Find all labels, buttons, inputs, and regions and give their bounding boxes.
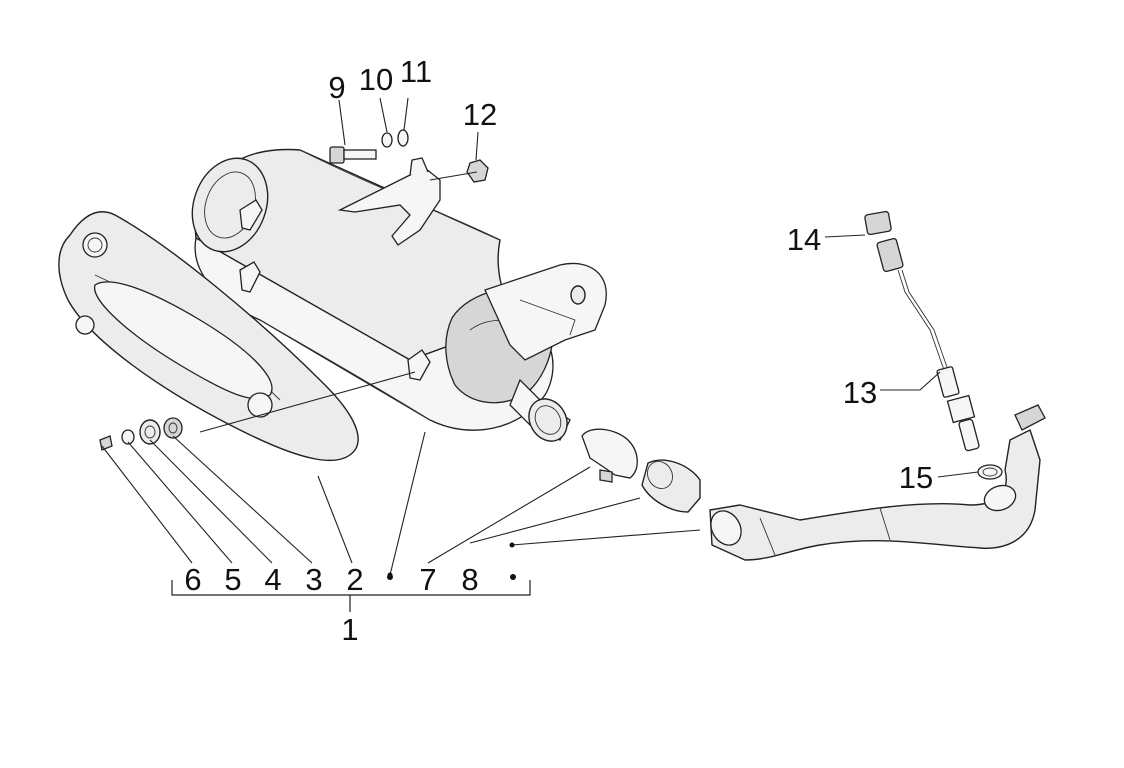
callout-10: 10	[359, 62, 393, 97]
callout-7: 7	[419, 562, 436, 597]
callout-11: 11	[400, 54, 432, 89]
heat-shield	[58, 211, 359, 462]
callout-6: 6	[184, 562, 201, 597]
bolt	[329, 146, 377, 164]
spacer	[163, 417, 183, 439]
callout-3: 3	[305, 562, 322, 597]
callout-15: 15	[899, 460, 933, 495]
pipe-clamp	[581, 428, 638, 483]
callout-4: 4	[264, 562, 281, 597]
callout-1: 1	[341, 612, 358, 647]
sealing-ring	[977, 464, 1003, 480]
callout-9: 9	[328, 70, 345, 105]
exhaust-flange	[983, 404, 1046, 512]
spring-washer	[397, 129, 409, 147]
callout-14: 14	[787, 222, 821, 257]
callout-8: 8	[461, 562, 478, 597]
mounting-bracket	[337, 157, 441, 246]
outlet-pipe	[509, 378, 571, 442]
oxygen-sensor	[876, 237, 980, 452]
nut	[466, 159, 489, 183]
exhaust-pipe	[709, 429, 1041, 561]
callout-13: 13	[843, 375, 877, 410]
rear-bracket	[484, 262, 607, 361]
rubber-grommet	[139, 419, 161, 445]
gasket-sleeve	[641, 459, 701, 513]
muffler-body	[191, 148, 555, 431]
screw	[99, 435, 113, 451]
flat-washer	[121, 429, 135, 445]
callout-labels: 1 2 3 4 5 6 7 8 9 10 11 12 13 14 15	[184, 54, 933, 647]
leader-lines	[101, 97, 979, 576]
callout-2: 2	[346, 562, 363, 597]
group-bracket	[171, 542, 531, 612]
washer	[381, 132, 393, 148]
sensor-connector-cap	[864, 210, 892, 236]
muffler-clips	[239, 199, 431, 381]
callout-12: 12	[463, 97, 497, 132]
callout-5: 5	[224, 562, 241, 597]
